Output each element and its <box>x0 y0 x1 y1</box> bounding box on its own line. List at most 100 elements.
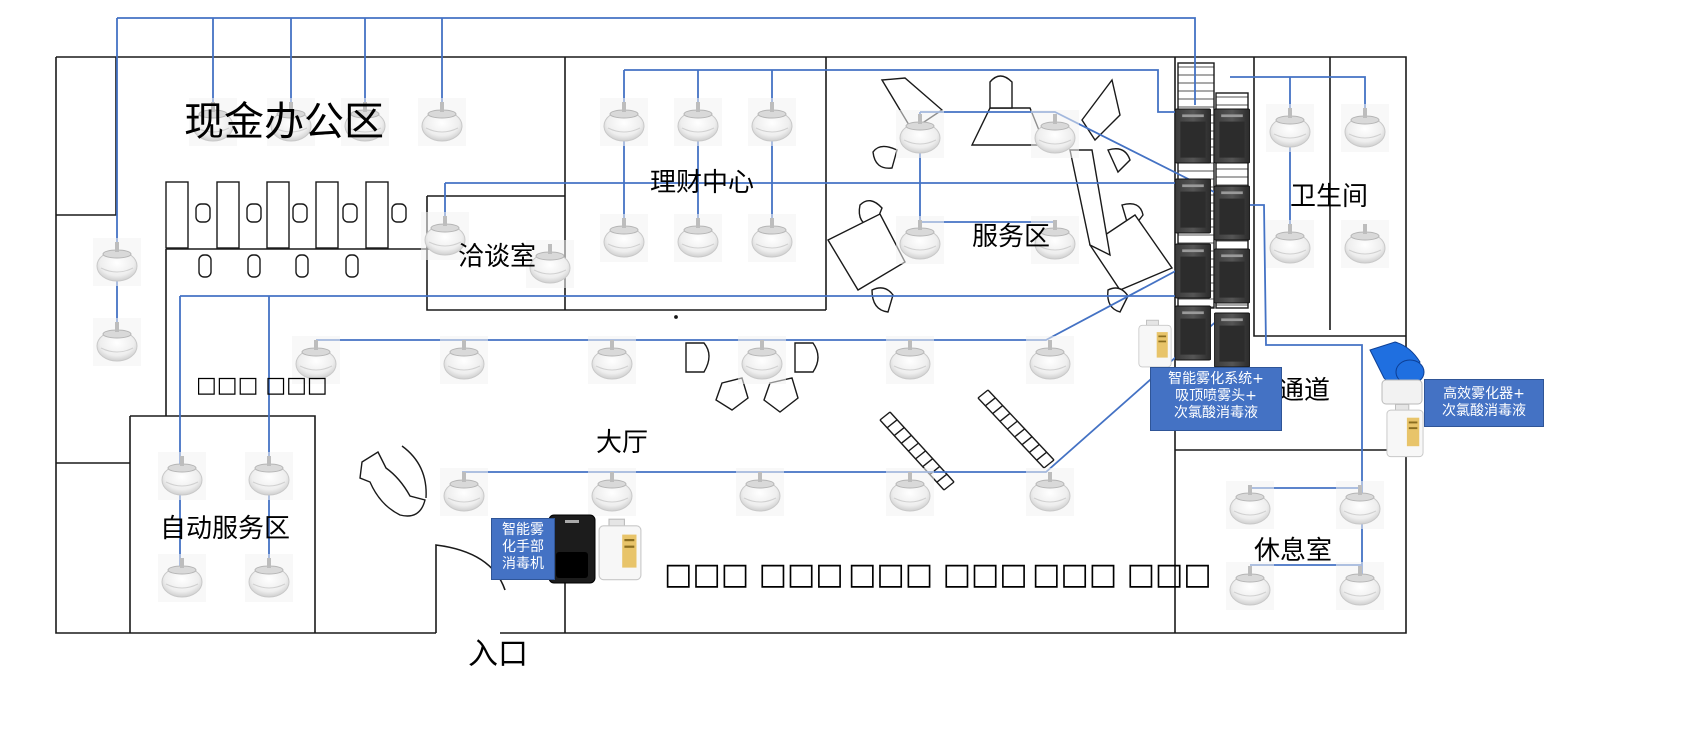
queue-rail-rung <box>999 412 1011 422</box>
ceiling-spray-nozzle-icon <box>1266 220 1314 268</box>
disinfectant-bottle-icon <box>598 518 642 581</box>
ceiling-spray-nozzle-icon <box>93 238 141 286</box>
entrance-door <box>435 544 506 633</box>
queue-rail-rung <box>893 427 905 437</box>
office-desk <box>315 181 339 249</box>
ceiling-spray-nozzle-icon <box>1341 220 1389 268</box>
pipe-segment <box>462 317 1221 473</box>
ceiling-spray-nozzle-icon <box>600 98 648 146</box>
callout-hand-line-3: 消毒机 <box>502 556 544 572</box>
queue-rail-rung <box>1043 459 1055 469</box>
office-chair <box>247 254 261 278</box>
pipe-segment <box>117 17 1196 105</box>
ceiling-spray-nozzle-icon <box>886 468 934 516</box>
queue-rail-rung <box>984 397 996 407</box>
unrendered-text-bottom-1: □□□ □□□ <box>664 557 844 592</box>
room-label-restroom: 卫生间 <box>1290 182 1369 212</box>
queue-rail-rung <box>1014 428 1026 438</box>
ceiling-spray-nozzle-icon <box>886 336 934 384</box>
ceiling-spray-nozzle-icon <box>440 468 488 516</box>
callout-atomizer-line-1: 高效雾化器+ <box>1443 386 1525 402</box>
queue-rail-rung <box>1021 436 1033 446</box>
hand-sanitizer-logo <box>565 520 579 523</box>
office-chair <box>295 254 309 278</box>
callout-handheld-atomizer: 高效雾化器+ 次氯酸消毒液 <box>1424 379 1544 427</box>
wall-segment <box>56 57 117 216</box>
room-label-entrance: 入口 <box>468 637 528 672</box>
ceiling-spray-nozzle-icon <box>245 452 293 500</box>
unrendered-text-bottom-3: □□□ □□□ <box>1032 557 1212 592</box>
wall-segment <box>56 56 1407 634</box>
room-label-office: 现金办公区 <box>184 99 384 145</box>
marker-dot <box>674 315 678 319</box>
ceiling-spray-nozzle-icon <box>1226 481 1274 529</box>
atomizer-control-unit-icon <box>1214 185 1250 241</box>
room-label-finance: 理财中心 <box>650 168 755 198</box>
ceiling-spray-nozzle-icon <box>418 98 466 146</box>
service-desk <box>827 213 906 291</box>
ceiling-spray-nozzle-icon <box>748 98 796 146</box>
ceiling-spray-nozzle-icon <box>158 452 206 500</box>
ceiling-spray-nozzle-icon <box>896 110 944 158</box>
unrendered-text-bottom-2: □□□ □□□ <box>848 557 1028 592</box>
ceiling-spray-nozzle-icon <box>93 318 141 366</box>
ceiling-spray-nozzle-icon <box>158 554 206 602</box>
callout-atomization-system: 智能雾化系统+ 吸顶喷雾头+ 次氯酸消毒液 <box>1150 367 1282 431</box>
ceiling-spray-nozzle-icon <box>1341 104 1389 152</box>
wall-segment <box>130 415 316 633</box>
ceiling-spray-nozzle-icon <box>674 214 722 262</box>
queue-rail-rung <box>1028 443 1040 453</box>
office-desk <box>216 181 240 249</box>
ceiling-spray-nozzle-icon <box>896 216 944 264</box>
queue-rail-rung <box>915 450 926 460</box>
queue-rail-rung <box>886 419 898 429</box>
furniture <box>165 62 1249 517</box>
service-desk <box>1081 78 1121 142</box>
office-chair <box>246 203 262 223</box>
office-desk <box>365 181 389 249</box>
service-desk <box>970 107 1047 146</box>
callout-system-line-2: 吸顶喷雾头+ <box>1175 388 1257 404</box>
atomizer-tank <box>1381 379 1423 405</box>
hall-chair <box>763 377 799 413</box>
queue-rail-rung <box>1036 451 1048 461</box>
service-desk <box>1069 149 1111 257</box>
waiting-sofa <box>401 445 427 499</box>
disinfectant-bottle-icon <box>1138 319 1172 368</box>
hall-chair <box>685 342 710 373</box>
ceiling-spray-nozzle-icon <box>1031 110 1079 158</box>
ceiling-spray-nozzle-icon <box>245 554 293 602</box>
ceiling-spray-nozzle-icon <box>1336 481 1384 529</box>
hall-chair <box>794 342 819 373</box>
callout-atomizer-line-2: 次氯酸消毒液 <box>1442 403 1526 419</box>
ceiling-spray-nozzle-icon <box>588 468 636 516</box>
queue-rail-rung <box>943 481 955 491</box>
ceiling-spray-nozzle-icon <box>440 336 488 384</box>
queue-rail-rung <box>908 442 919 452</box>
ceiling-spray-nozzle-icon <box>588 336 636 384</box>
ceiling-spray-nozzle-icon <box>738 336 786 384</box>
room-label-corridor: 通道 <box>1278 376 1331 406</box>
queue-rail <box>977 397 1045 469</box>
callout-hand-sanitizer: 智能雾 化手部 消毒机 <box>491 518 555 580</box>
hand-sanitizer-slot <box>556 552 588 578</box>
room-label-meeting: 洽谈室 <box>458 242 537 272</box>
office-desk <box>266 181 290 249</box>
ceiling-spray-nozzle-icon <box>1266 104 1314 152</box>
ceiling-spray-nozzle-icon <box>1336 562 1384 610</box>
queue-rail-rung <box>936 473 948 483</box>
ceiling-spray-nozzle-icon <box>600 214 648 262</box>
service-desk <box>989 75 1013 109</box>
callout-system-line-1: 智能雾化系统+ <box>1168 371 1264 387</box>
ceiling-spray-nozzle-icon <box>1026 336 1074 384</box>
ceiling-spray-nozzle-icon <box>748 214 796 262</box>
devices <box>548 108 1425 584</box>
pipe-segment <box>316 257 1201 341</box>
atomizer-control-unit-icon <box>1175 178 1211 234</box>
wall-segment <box>1253 57 1406 337</box>
queue-rail <box>889 411 955 483</box>
room-label-lounge: 休息室 <box>1254 536 1333 566</box>
queue-rail-rung <box>1006 420 1018 430</box>
queue-rail-rung <box>900 434 912 444</box>
